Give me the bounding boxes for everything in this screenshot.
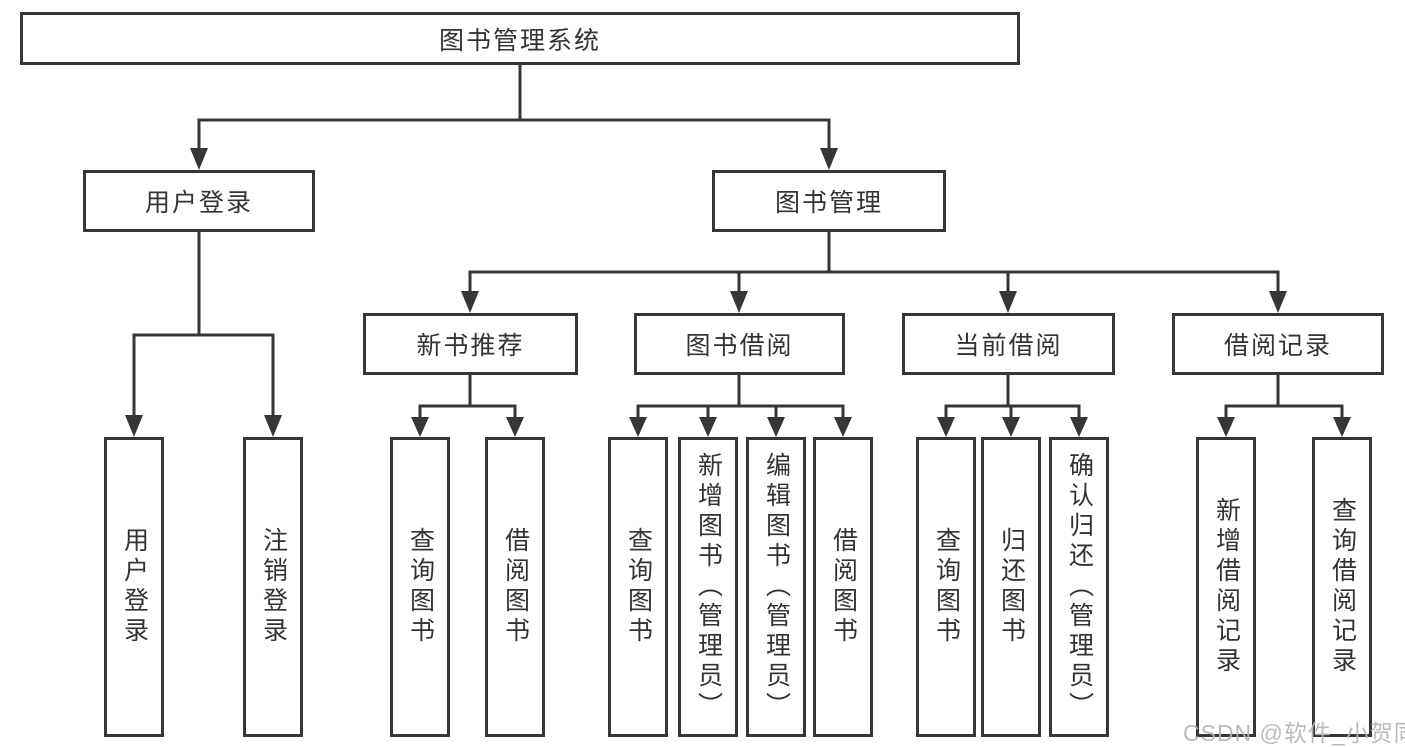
- connector-book-management-to-level3: [461, 230, 1287, 313]
- leaf-return-book-label: 归还图书: [997, 527, 1026, 647]
- leaf-query-borrow-record: 查询借阅记录: [1312, 437, 1372, 737]
- leaf-add-book-admin: 新增图书（管理员）: [678, 437, 738, 737]
- leaf-borrow-book-1-label: 借阅图书: [501, 527, 530, 647]
- node-borrow-record: 借阅记录: [1172, 313, 1384, 375]
- leaf-confirm-return-admin: 确认归还（管理员）: [1049, 437, 1109, 737]
- leaf-query-book-2: 查询图书: [608, 437, 668, 737]
- leaf-query-borrow-record-label: 查询借阅记录: [1328, 497, 1357, 677]
- leaf-confirm-return-admin-label: 确认归还（管理员）: [1065, 452, 1094, 722]
- leaf-add-book-admin-label: 新增图书（管理员）: [694, 452, 723, 722]
- leaf-logout-label: 注销登录: [259, 527, 288, 647]
- node-current-borrow: 当前借阅: [902, 313, 1115, 375]
- node-library-management-system: 图书管理系统: [20, 12, 1020, 65]
- connector-user-login-to-leaves: [125, 230, 282, 437]
- leaf-user-login-label: 用户登录: [120, 527, 149, 647]
- connector-root-to-level2: [190, 63, 838, 170]
- leaf-query-book-3-label: 查询图书: [932, 527, 961, 647]
- leaf-query-book-3: 查询图书: [916, 437, 976, 737]
- connector-book-borrow-to-leaves: [629, 373, 852, 437]
- leaf-borrow-book-2: 借阅图书: [813, 437, 873, 737]
- leaf-query-book-1-label: 查询图书: [406, 527, 435, 647]
- leaf-add-borrow-record-label: 新增借阅记录: [1212, 497, 1241, 677]
- node-new-book-recommend: 新书推荐: [363, 313, 578, 375]
- leaf-query-book-2-label: 查询图书: [624, 527, 653, 647]
- leaf-logout: 注销登录: [243, 437, 303, 737]
- leaf-borrow-book-1: 借阅图书: [485, 437, 545, 737]
- leaf-query-book-1: 查询图书: [390, 437, 450, 737]
- leaf-add-borrow-record: 新增借阅记录: [1196, 437, 1256, 737]
- leaf-user-login: 用户登录: [104, 437, 164, 737]
- connector-borrow-record-to-leaves: [1217, 373, 1351, 437]
- connector-new-book-to-leaves: [411, 373, 524, 437]
- node-user-login-branch: 用户登录: [83, 170, 315, 232]
- node-book-borrow: 图书借阅: [634, 313, 845, 375]
- leaf-edit-book-admin-label: 编辑图书（管理员）: [762, 452, 791, 722]
- leaf-borrow-book-2-label: 借阅图书: [829, 527, 858, 647]
- leaf-edit-book-admin: 编辑图书（管理员）: [746, 437, 806, 737]
- csdn-watermark: CSDN @软件_小贺同学: [1183, 720, 1405, 746]
- node-book-management-branch: 图书管理: [712, 170, 946, 232]
- connector-current-borrow-to-leaves: [937, 373, 1088, 437]
- leaf-return-book: 归还图书: [981, 437, 1041, 737]
